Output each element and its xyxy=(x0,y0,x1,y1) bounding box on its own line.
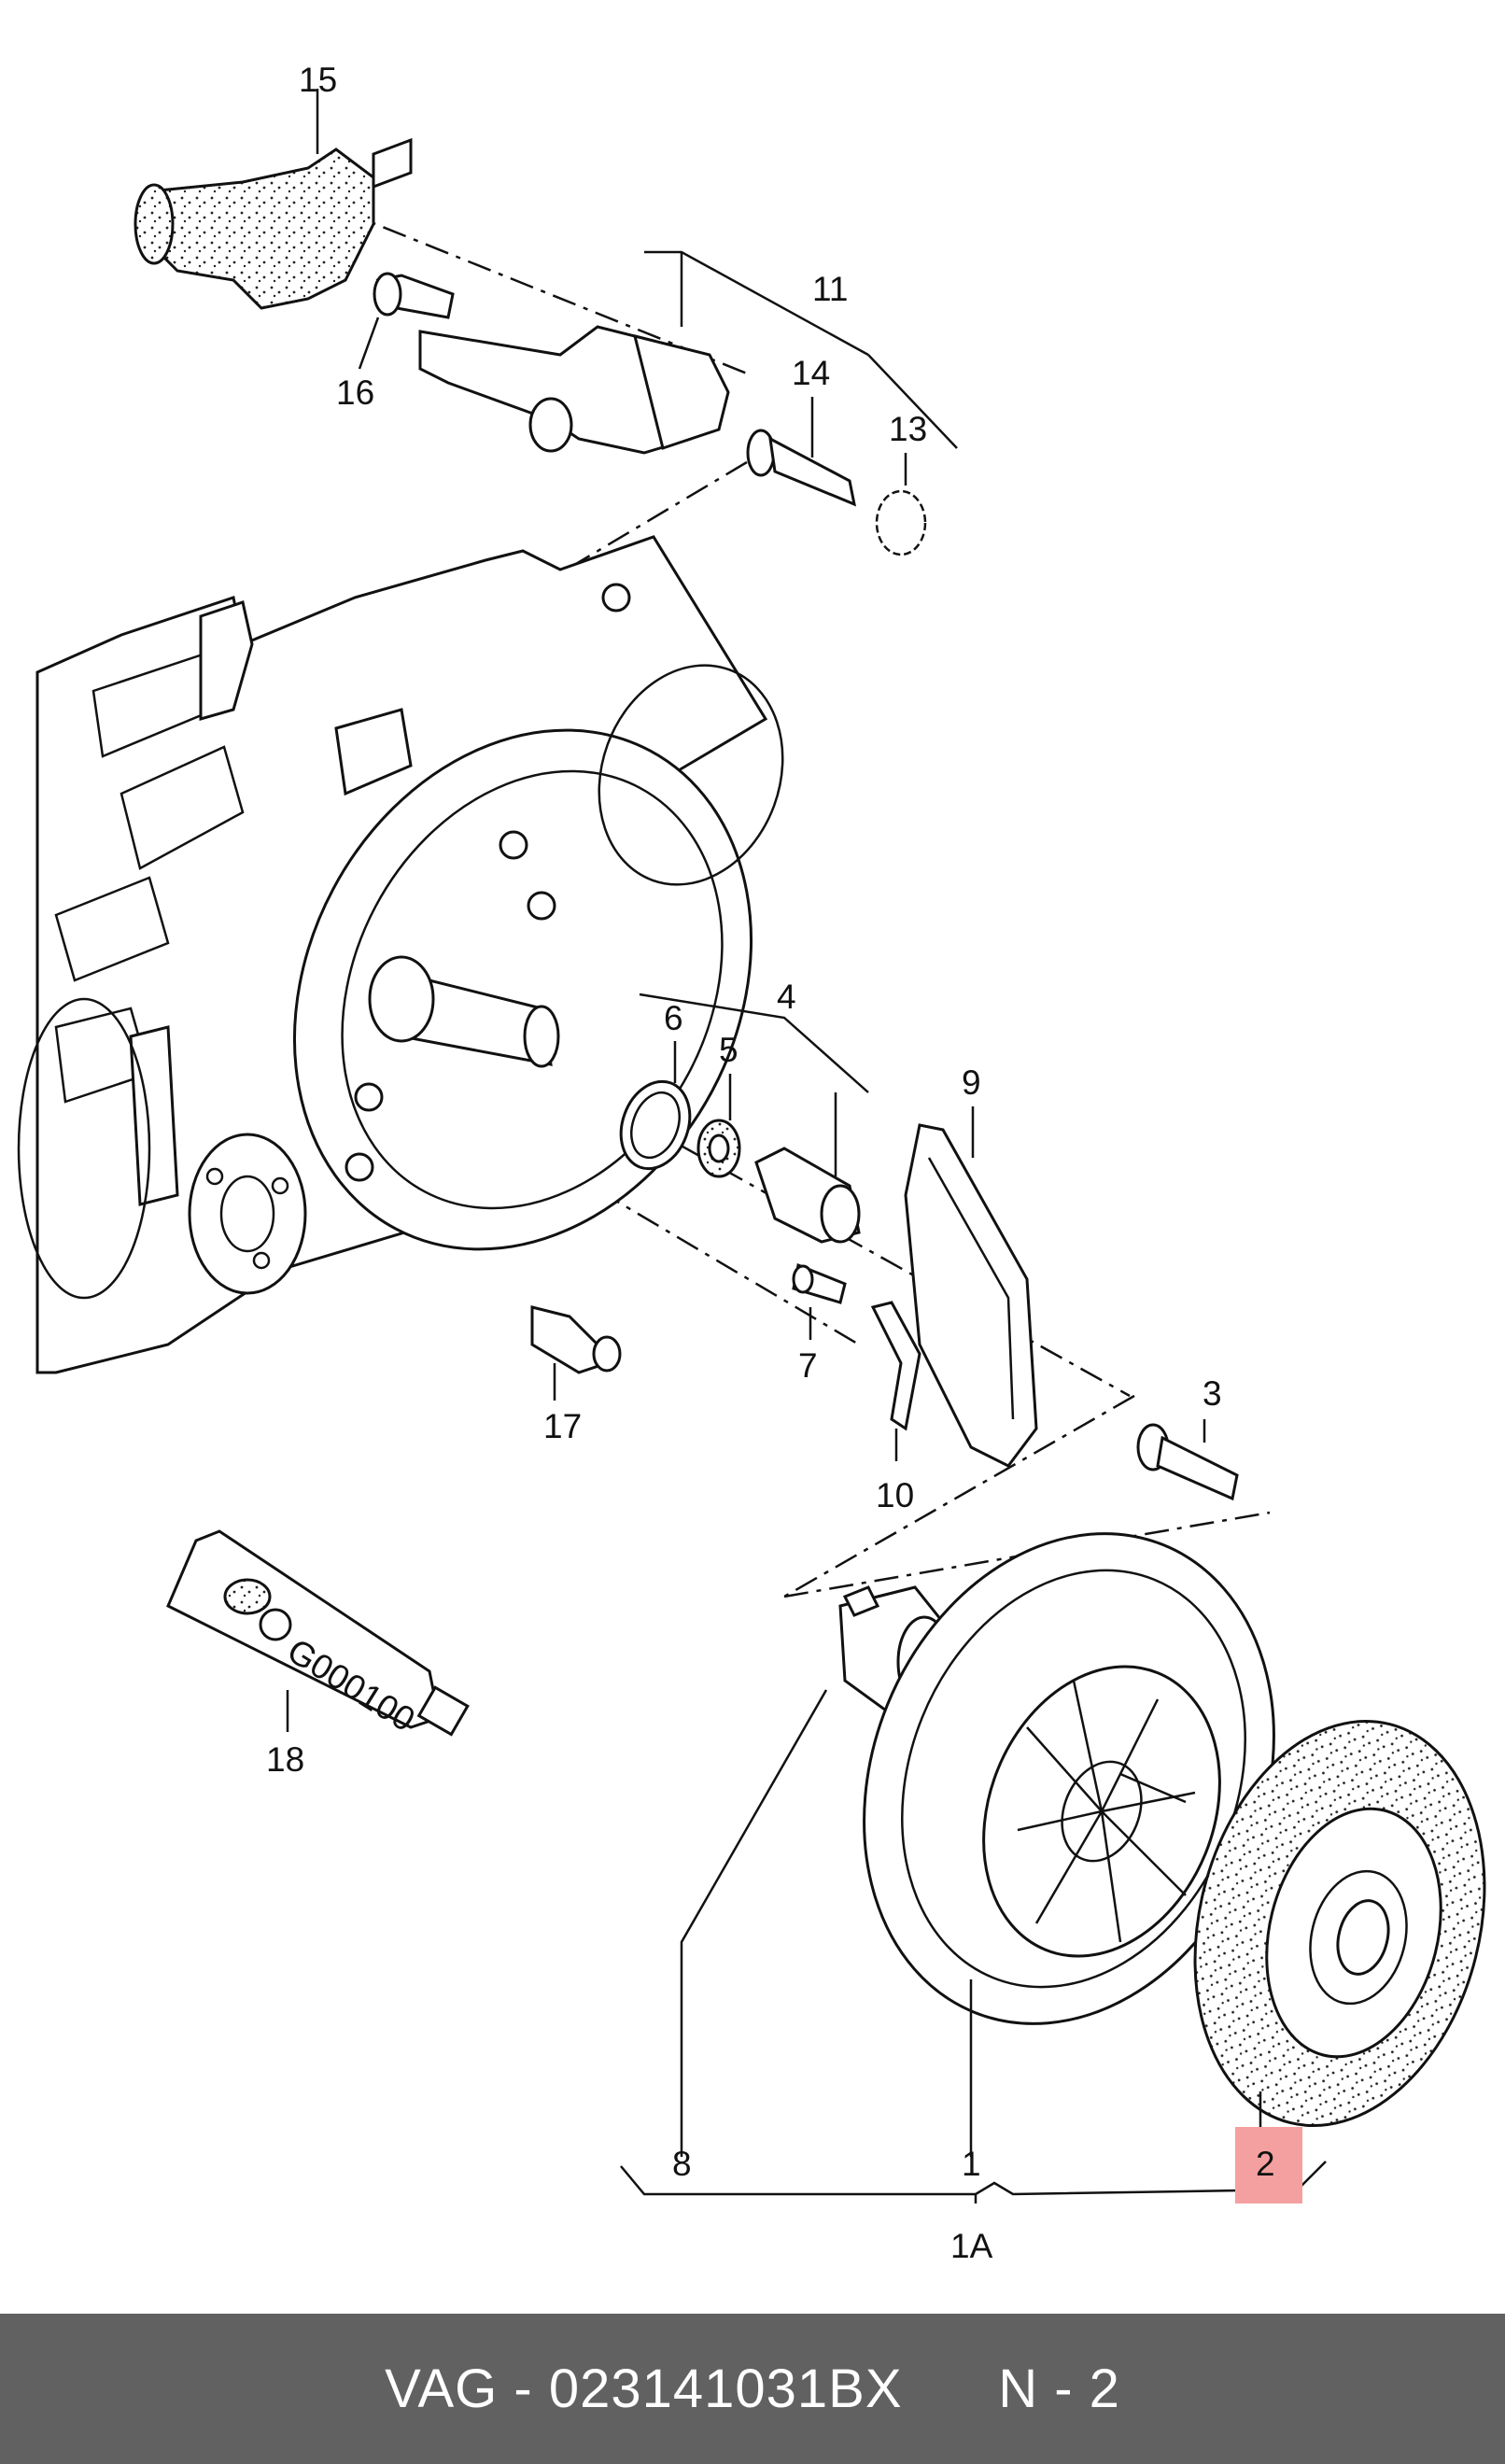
label-14: 14 xyxy=(792,354,830,392)
part-3-bolt xyxy=(1136,1419,1239,1501)
label-4: 4 xyxy=(777,978,796,1016)
gearbox-housing xyxy=(17,535,784,1374)
label-5: 5 xyxy=(719,1031,738,1069)
part-5-seal xyxy=(696,1074,741,1178)
label-2: 2 xyxy=(1256,2145,1275,2183)
label-16: 16 xyxy=(336,373,374,412)
part-number-footer: VAG - 023141031BX N - 2 xyxy=(0,2314,1505,2464)
label-1: 1 xyxy=(962,2145,981,2183)
part-14-bolt xyxy=(746,397,857,507)
label-6: 6 xyxy=(664,999,683,1037)
part-13-circlip xyxy=(875,453,927,556)
footer-spacer xyxy=(903,2358,999,2420)
part-11-release-lever xyxy=(418,250,958,455)
label-7: 7 xyxy=(798,1346,818,1385)
part-18-compound-tube: G000100 xyxy=(166,1529,470,1739)
label-9: 9 xyxy=(962,1063,981,1102)
label-1A: 1A xyxy=(950,2227,993,2265)
part-9-cover-plate xyxy=(904,1106,1038,1468)
label-15: 15 xyxy=(299,61,337,99)
label-13: 13 xyxy=(889,410,927,448)
part-7-bolt xyxy=(792,1262,847,1340)
label-3: 3 xyxy=(1203,1374,1222,1413)
part-number-text: VAG - 023141031BX xyxy=(385,2358,903,2419)
diagram-position-text: N - 2 xyxy=(998,2358,1120,2419)
part-10-clip xyxy=(870,1301,921,1461)
part-2-clutch-disc xyxy=(1119,1719,1486,2138)
label-18: 18 xyxy=(266,1740,304,1779)
exploded-clutch-diagram: G000100 xyxy=(17,61,1486,2265)
callout-labels: 15 16 11 14 13 6 4 5 9 7 17 10 3 18 8 1 … xyxy=(266,61,1275,2265)
part-6-o-ring xyxy=(619,1041,692,1171)
part-16-bolt xyxy=(358,272,455,370)
label-8: 8 xyxy=(672,2145,692,2183)
part-1-pressure-plate xyxy=(863,1532,1275,2157)
label-10: 10 xyxy=(876,1476,914,1514)
label-11: 11 xyxy=(812,270,848,308)
part-17-sensor xyxy=(530,1305,622,1401)
part-15-selector-bracket xyxy=(134,89,413,310)
highlight-part-2 xyxy=(1235,2127,1302,2204)
diaphragm-fingers xyxy=(1017,1680,1196,1943)
label-17: 17 xyxy=(543,1407,582,1445)
part-4-guide-sleeve xyxy=(639,993,869,1244)
